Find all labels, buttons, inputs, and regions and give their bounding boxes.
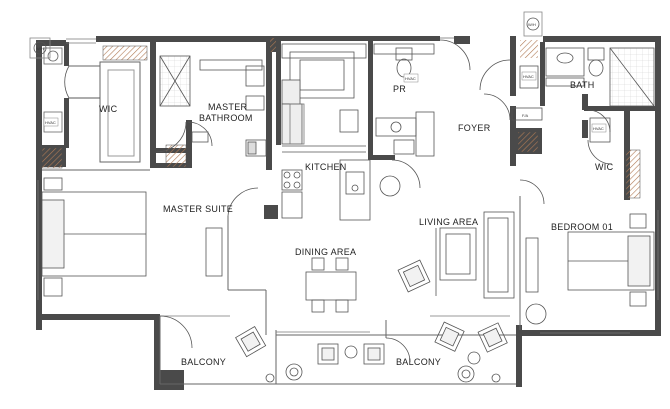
hatched-columns: [41, 38, 641, 199]
room-label-wic-right: WIC: [595, 162, 614, 172]
powder-room-fixtures: [373, 43, 435, 157]
bath-right-fixtures: [29, 11, 655, 143]
room-label-pr: PR: [393, 84, 406, 94]
partition-lines: [42, 61, 521, 385]
room-label-living-area: LIVING AREA: [419, 217, 478, 227]
door-swings: [64, 39, 613, 363]
room-label-master-bathroom-line1: MASTER: [208, 102, 248, 112]
room-labels: WIC MASTER BATHROOM PR FOYER BATH KITCHE…: [99, 80, 614, 367]
water-heater-tag: W/H: [528, 22, 536, 27]
room-label-wic-left: WIC: [99, 104, 118, 114]
bedroom-01-furniture: [525, 213, 655, 325]
living-furniture: [397, 211, 515, 299]
room-label-kitchen: KITCHEN: [305, 162, 347, 172]
room-label-balcony-left: BALCONY: [181, 357, 226, 367]
fixture-tags: HVAC HVAC HVAC HVAC W/H W/H F/A: [36, 22, 607, 133]
room-label-balcony-right: BALCONY: [396, 357, 441, 367]
windows: [37, 37, 659, 334]
room-label-master-suite: MASTER SUITE: [163, 204, 233, 214]
hvac-tag: HVAC: [45, 120, 56, 125]
interior-walls: [64, 40, 658, 219]
hvac-tag: HVAC: [593, 126, 604, 131]
dining-table: [305, 175, 401, 313]
room-label-master-bathroom-line2: BATHROOM: [199, 113, 253, 123]
master-bathroom-fixtures: [159, 55, 267, 157]
room-label-foyer: FOYER: [458, 123, 491, 133]
kitchen-fixtures: [281, 43, 371, 221]
master-bed: [41, 177, 223, 297]
room-label-bath: BATH: [570, 80, 595, 90]
fire-alarm-tag: F/A: [522, 113, 529, 118]
room-label-bedroom-01: BEDROOM 01: [551, 222, 613, 232]
balcony-furniture: [235, 321, 508, 383]
hvac-tag: HVAC: [523, 74, 534, 79]
room-label-dining-area: DINING AREA: [295, 247, 356, 257]
hvac-tag: HVAC: [405, 76, 416, 81]
water-heater-tag: W/H: [36, 46, 44, 51]
exterior-walls: [36, 36, 661, 390]
